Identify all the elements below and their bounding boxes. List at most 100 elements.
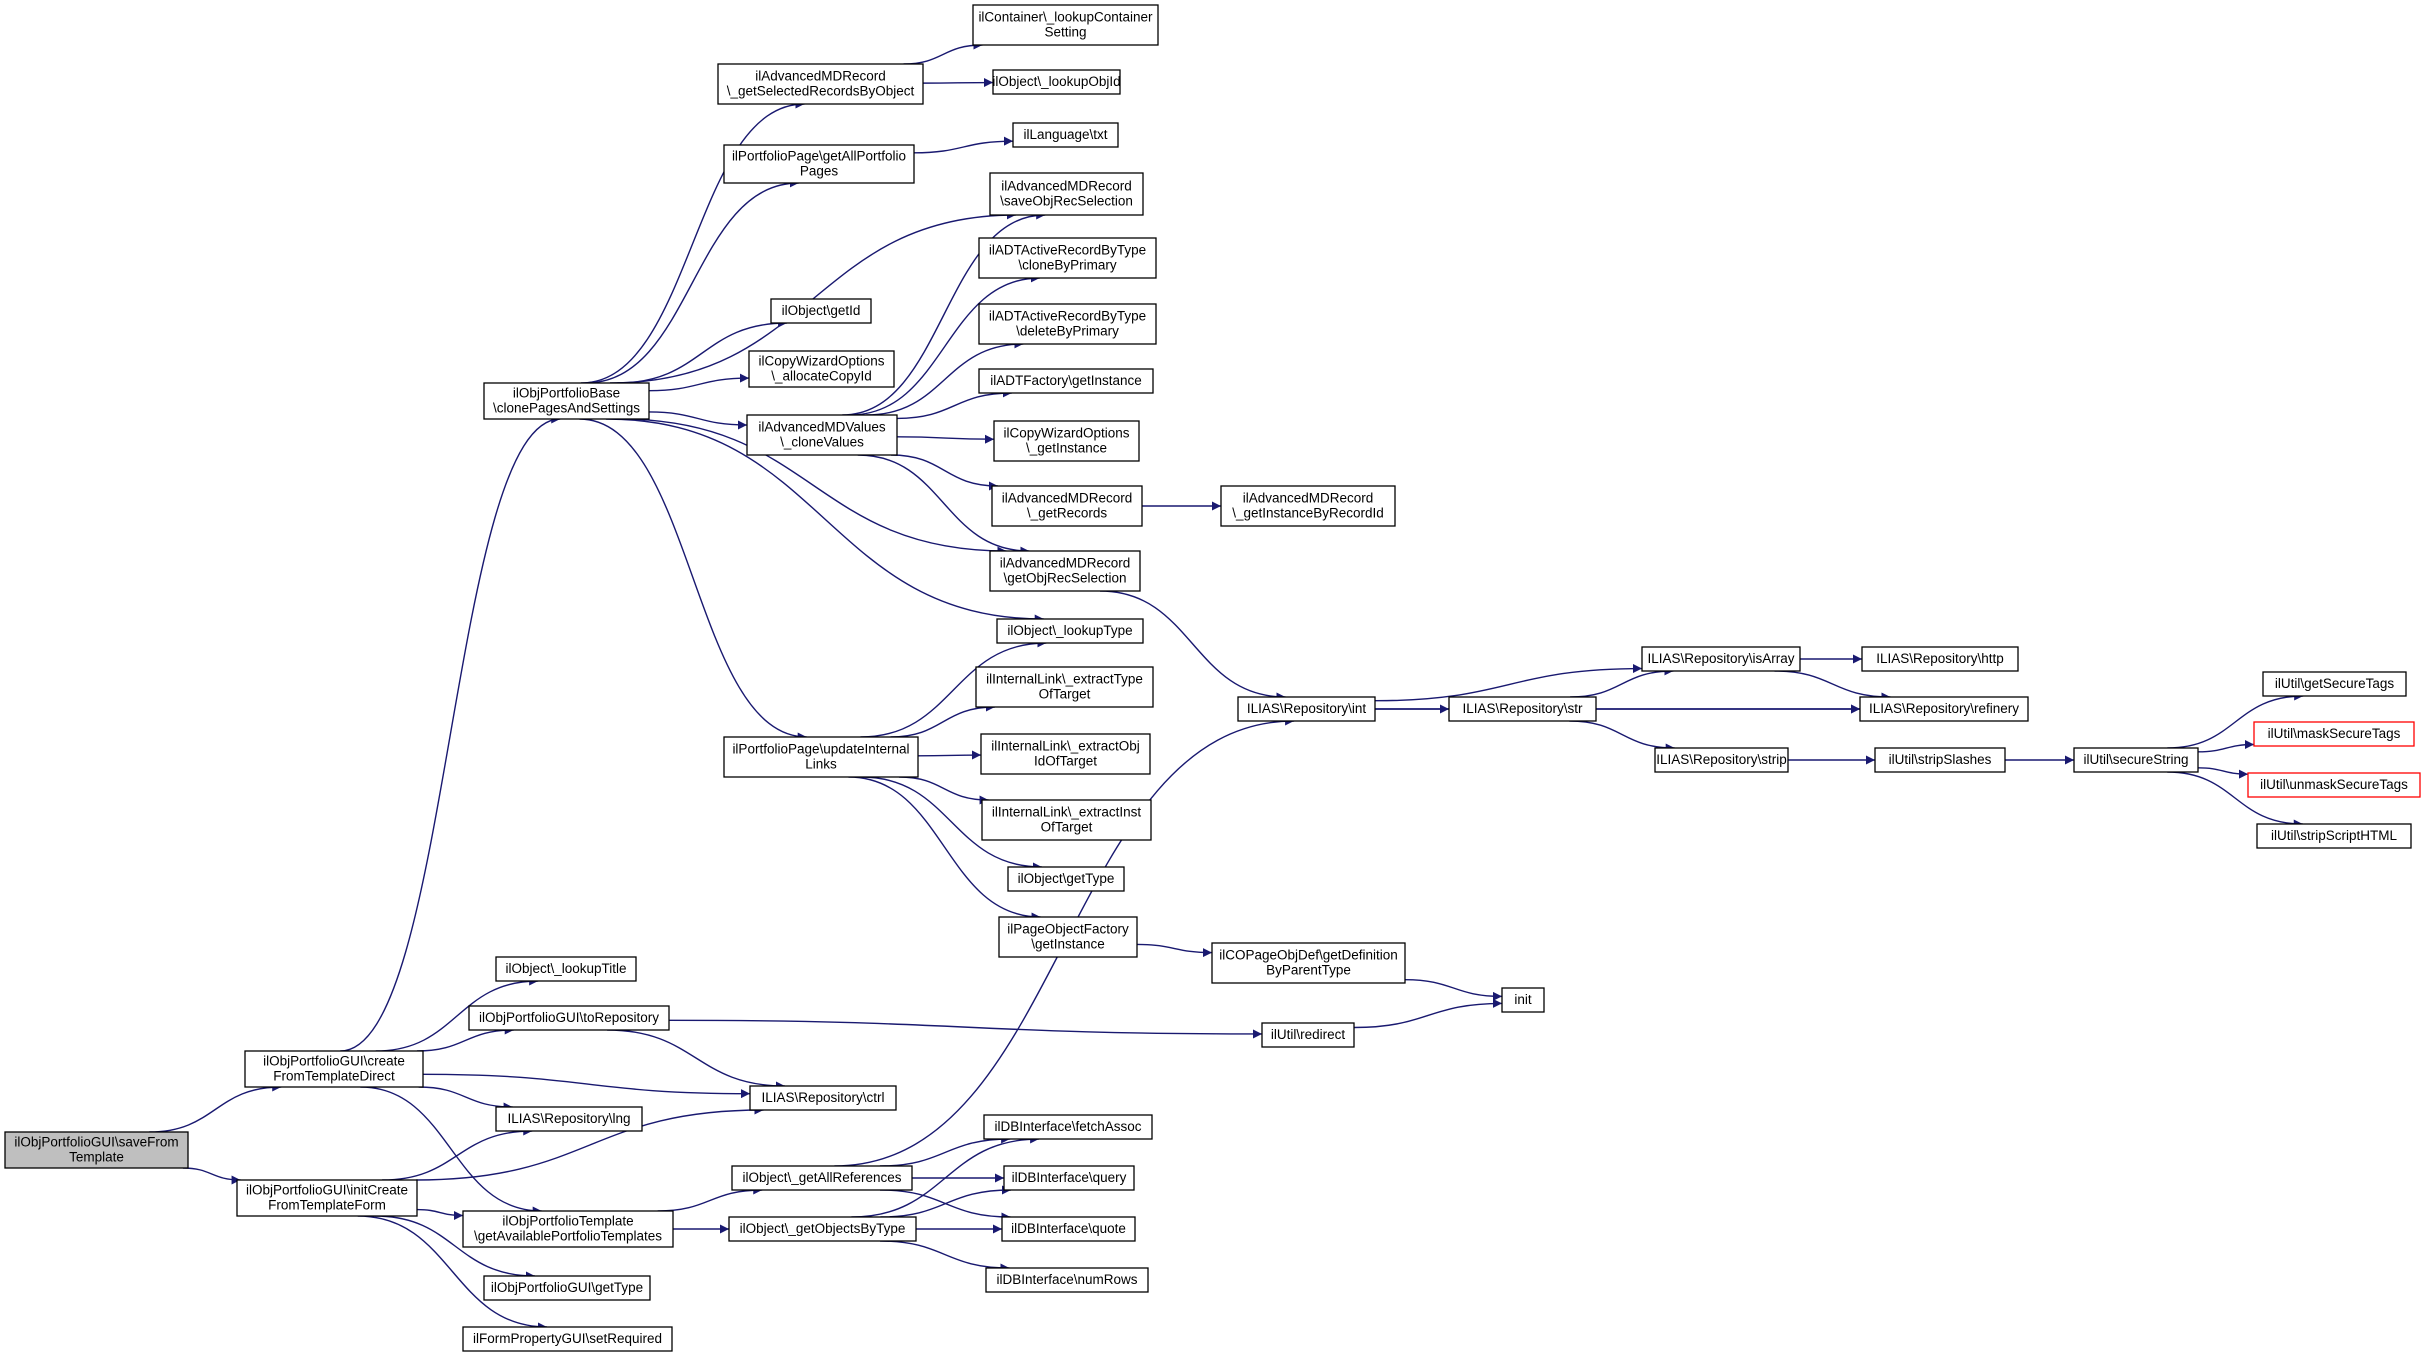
node-repoInt[interactable]: ILIAS\Repository\int <box>1237 696 1376 722</box>
node-copyWizardGetInstance[interactable]: ilCopyWizardOptions\_getInstance <box>993 420 1140 462</box>
node-label-line: ilPortfolioPage\updateInternal <box>732 742 909 757</box>
node-label-line: ilObject\_lookupObjId <box>992 74 1120 89</box>
node-utilRedirect[interactable]: ilUtil\redirect <box>1261 1022 1355 1048</box>
node-initCreateFromTemplateForm[interactable]: ilObjPortfolioGUI\initCreateFromTemplate… <box>236 1179 418 1217</box>
node-repoHttp[interactable]: ILIAS\Repository\http <box>1861 646 2019 672</box>
edge-clonePagesAndSettings-to-objectGetId <box>617 318 788 384</box>
node-saveObjRecSelection[interactable]: ilAdvancedMDRecord\saveObjRecSelection <box>989 172 1144 216</box>
node-box <box>462 1326 673 1352</box>
node-box <box>978 237 1157 279</box>
edge-arrow <box>1570 666 1674 698</box>
node-label-line: ilUtil\getSecureTags <box>2275 676 2395 691</box>
node-pageObjectFactoryGetInstance[interactable]: ilPageObjectFactory\getInstance <box>998 916 1138 958</box>
node-stripSlashes[interactable]: ilUtil\stripSlashes <box>1874 747 2006 773</box>
node-box <box>1448 696 1597 722</box>
node-allocateCopyId[interactable]: ilCopyWizardOptions\_allocateCopyId <box>748 350 895 388</box>
node-portfolioGetType[interactable]: ilObjPortfolioGUI\getType <box>483 1275 651 1301</box>
node-label-line: ilObjPortfolioTemplate <box>502 1214 633 1229</box>
edge-toRepository-to-utilRedirect <box>668 1019 1263 1039</box>
node-box <box>2256 823 2412 849</box>
edge-arrow <box>418 1086 513 1112</box>
node-lookupType[interactable]: ilObject\_lookupType <box>996 618 1144 644</box>
node-adtFactoryGetInstance[interactable]: ilADTFactory\getInstance <box>978 368 1154 394</box>
node-getSecureTags[interactable]: ilUtil\getSecureTags <box>2262 671 2407 697</box>
node-repoRefinery[interactable]: ILIAS\Repository\refinery <box>1859 696 2029 722</box>
edge-initCreateFromTemplateForm-to-setRequired <box>357 1215 548 1332</box>
edge-utilRedirect-to-init <box>1353 998 1503 1029</box>
node-fetchAssoc[interactable]: ilDBInterface\fetchAssoc <box>983 1114 1153 1140</box>
edge-saveFromTemplate-to-initCreateFromTemplateForm <box>182 1167 241 1185</box>
node-createFromTemplateDirect[interactable]: ilObjPortfolioGUI\createFromTemplateDire… <box>244 1050 424 1088</box>
node-box <box>770 298 872 324</box>
node-dbQuery[interactable]: ilDBInterface\query <box>1003 1165 1135 1191</box>
edge-arrow <box>1404 978 1503 1001</box>
node-label-line: \_getRecords <box>1027 506 1108 521</box>
node-box <box>1874 747 2006 773</box>
edge-cloneValues-to-saveObjRecSelection <box>842 210 1046 416</box>
node-getRecords[interactable]: ilAdvancedMDRecord\_getRecords <box>991 485 1143 527</box>
node-box <box>2247 772 2421 798</box>
node-label-line: \saveObjRecSelection <box>1000 194 1133 209</box>
node-getAllReferences[interactable]: ilObject\_getAllReferences <box>731 1165 913 1191</box>
node-label-line: ilInternalLink\_extractType <box>986 672 1143 687</box>
edge-arrow <box>2167 771 2303 829</box>
node-clonePagesAndSettings[interactable]: ilObjPortfolioBase\clonePagesAndSettings <box>483 382 650 420</box>
node-label-line: ilObject\_lookupType <box>1007 623 1132 638</box>
node-getAvailablePortfolioTemplates[interactable]: ilObjPortfolioTemplate\getAvailablePortf… <box>462 1210 674 1248</box>
node-dbNumRows[interactable]: ilDBInterface\numRows <box>985 1267 1149 1293</box>
node-label-line: ilAdvancedMDRecord <box>755 69 886 84</box>
node-repoLng[interactable]: ILIAS\Repository\lng <box>495 1106 643 1132</box>
edge-arrow <box>1099 590 1286 702</box>
node-init[interactable]: init <box>1501 987 1545 1013</box>
node-unmaskSecureTags[interactable]: ilUtil\unmaskSecureTags <box>2247 772 2421 798</box>
node-label-line: ilLanguage\txt <box>1023 127 1107 142</box>
node-label-line: ilObject\_getObjectsByType <box>740 1221 906 1236</box>
node-repoStrip[interactable]: ILIAS\Repository\strip <box>1654 747 1789 773</box>
node-label-line: ilAdvancedMDRecord <box>1002 491 1133 506</box>
node-secureString[interactable]: ilUtil\secureString <box>2073 747 2199 773</box>
edge-updateInternalLinks-to-lookupType <box>860 638 1047 738</box>
node-deleteByPrimary[interactable]: ilADTActiveRecordByType\deleteByPrimary <box>978 303 1157 345</box>
node-repoStr[interactable]: ILIAS\Repository\str <box>1448 696 1597 722</box>
node-box <box>972 4 1159 46</box>
node-cloneValues[interactable]: ilAdvancedMDValues\_cloneValues <box>746 414 898 456</box>
node-objectGetType[interactable]: ilObject\getType <box>1007 866 1125 892</box>
node-getObjRecSelection[interactable]: ilAdvancedMDRecord\getObjRecSelection <box>989 550 1141 592</box>
node-label-line: ilUtil\unmaskSecureTags <box>2260 777 2408 792</box>
node-repoCtrl[interactable]: ILIAS\Repository\ctrl <box>749 1085 897 1111</box>
node-getSelectedRecordsByObject[interactable]: ilAdvancedMDRecord\_getSelectedRecordsBy… <box>717 63 924 105</box>
node-label-line: ilFormPropertyGUI\setRequired <box>473 1331 662 1346</box>
node-toRepository[interactable]: ilObjPortfolioGUI\toRepository <box>468 1005 670 1031</box>
edge-arrow <box>2197 740 2255 753</box>
node-setRequired[interactable]: ilFormPropertyGUI\setRequired <box>462 1326 673 1352</box>
node-dbQuote[interactable]: ilDBInterface\quote <box>1001 1216 1136 1242</box>
node-label-line: ilObject\getType <box>1018 871 1115 886</box>
node-cloneByPrimary[interactable]: ilADTActiveRecordByType\cloneByPrimary <box>978 237 1157 279</box>
edge-secureString-to-stripScriptHTML <box>2167 771 2303 829</box>
node-label-line: FromTemplateDirect <box>273 1069 395 1084</box>
node-box <box>717 63 924 105</box>
node-lookupObjId[interactable]: ilObject\_lookupObjId <box>992 69 1121 95</box>
edge-createFromTemplateDirect-to-lookupTitle <box>375 976 539 1052</box>
node-repoIsArray[interactable]: ILIAS\Repository\isArray <box>1641 646 1801 672</box>
node-maskSecureTags[interactable]: ilUtil\maskSecureTags <box>2253 721 2415 747</box>
node-label-line: ByParentType <box>1266 963 1351 978</box>
node-languageTxt[interactable]: ilLanguage\txt <box>1012 122 1119 148</box>
node-objectGetId[interactable]: ilObject\getId <box>770 298 872 324</box>
node-label-line: ilDBInterface\fetchAssoc <box>994 1119 1141 1134</box>
node-getInstanceByRecordId[interactable]: ilAdvancedMDRecord\_getInstanceByRecordI… <box>1220 485 1396 527</box>
node-stripScriptHTML[interactable]: ilUtil\stripScriptHTML <box>2256 823 2412 849</box>
node-label-line: ILIAS\Repository\ctrl <box>761 1090 884 1105</box>
edge-arrow <box>2197 767 2249 779</box>
node-getObjectsByType[interactable]: ilObject\_getObjectsByType <box>728 1216 917 1242</box>
edge-arrow <box>890 702 995 738</box>
node-lookupTitle[interactable]: ilObject\_lookupTitle <box>495 956 637 982</box>
